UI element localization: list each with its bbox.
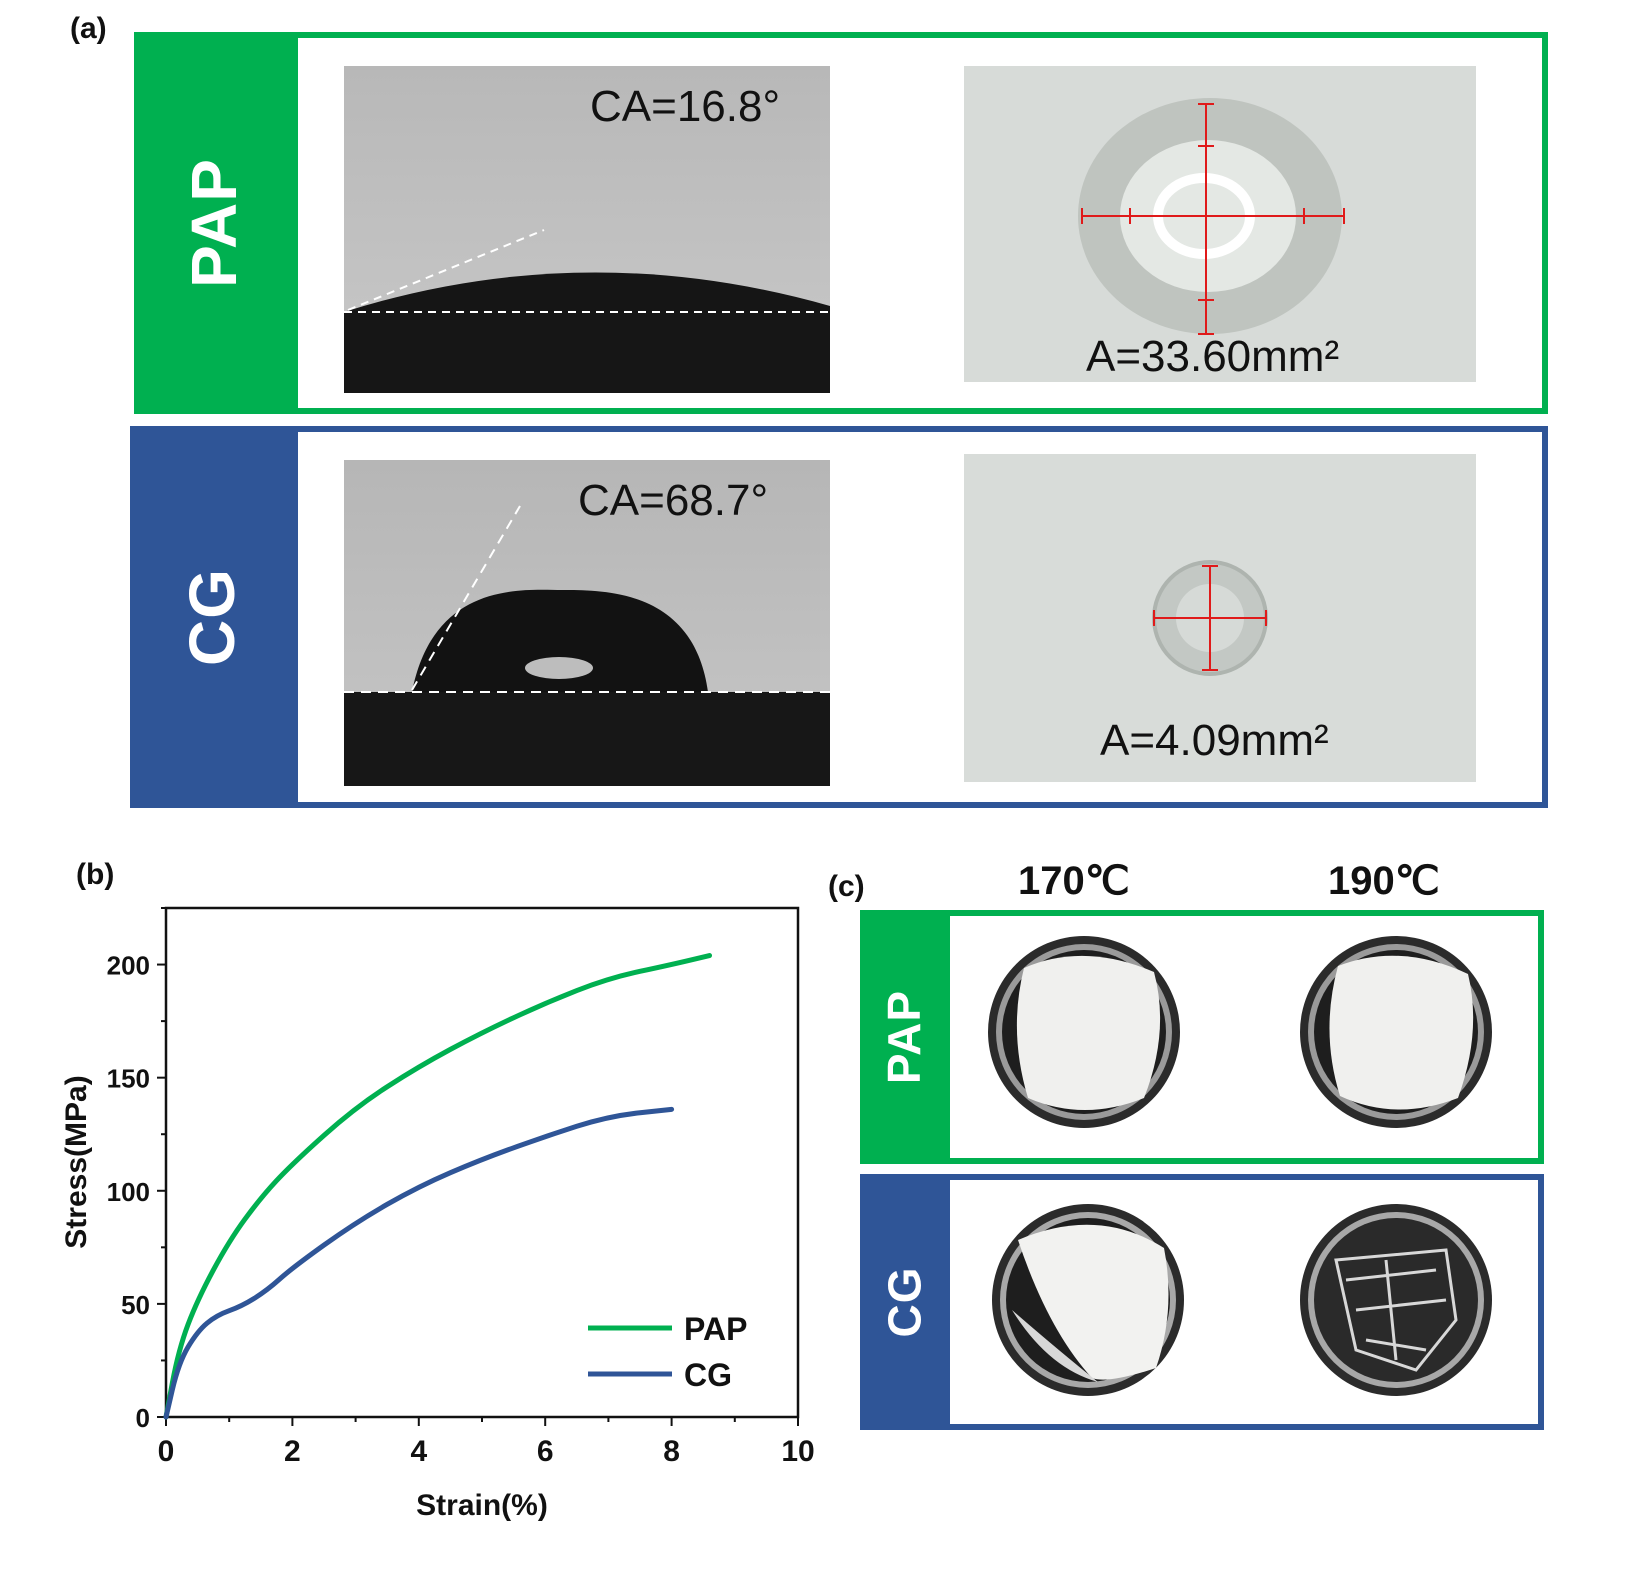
legend-label-pap: PAP xyxy=(684,1311,747,1347)
pap-170-dish xyxy=(988,936,1180,1128)
tab-cg: CG xyxy=(130,426,294,808)
y-tick-label: 50 xyxy=(121,1290,150,1320)
tab-cg-label: CG xyxy=(176,568,248,666)
cg-spread-drawing xyxy=(1152,560,1268,676)
cg-170-dish xyxy=(992,1204,1184,1396)
tab-c-pap: PAP xyxy=(860,910,948,1164)
tab-c-cg: CG xyxy=(860,1174,948,1430)
pap-droplet-drawing xyxy=(344,229,830,393)
x-tick-label: 0 xyxy=(158,1435,175,1468)
cg-spread-photo: A=4.09mm² xyxy=(964,454,1476,782)
x-tick-label: 6 xyxy=(537,1435,554,1468)
x-tick-label: 2 xyxy=(284,1435,301,1468)
x-axis-label: Strain(%) xyxy=(416,1489,548,1522)
cg-droplet-photo: CA=68.7° xyxy=(344,460,830,786)
tab-c-pap-label: PAP xyxy=(878,989,931,1085)
x-tick-label: 8 xyxy=(663,1435,680,1468)
pap-spread-drawing xyxy=(1078,98,1345,335)
y-axis-label: Stress(MPa) xyxy=(60,1075,93,1248)
series-line-cg xyxy=(163,1106,675,1420)
pap-spread-photo: A=33.60mm² xyxy=(964,66,1476,382)
pap-contact-angle: CA=16.8° xyxy=(590,82,781,131)
panel-a-label: (a) xyxy=(70,12,107,45)
pap-spread-area: A=33.60mm² xyxy=(1086,332,1340,381)
series-line-pap xyxy=(163,953,713,1420)
temperature-190: 190℃ xyxy=(1328,859,1440,903)
legend-label-cg: CG xyxy=(684,1357,732,1393)
cg-droplet-drawing xyxy=(344,505,830,786)
pap-190-dish xyxy=(1300,936,1492,1128)
cg-contact-angle: CA=68.7° xyxy=(578,476,769,525)
cg-spread-area: A=4.09mm² xyxy=(1100,716,1329,765)
tab-c-cg-label: CG xyxy=(878,1266,930,1338)
panel-b-label: (b) xyxy=(76,858,115,891)
y-tick-label: 0 xyxy=(136,1403,150,1433)
y-tick-label: 200 xyxy=(107,951,150,981)
x-tick-label: 10 xyxy=(781,1435,814,1468)
temperature-170: 170℃ xyxy=(1018,859,1130,903)
x-tick-label: 4 xyxy=(410,1435,427,1468)
tab-pap-label: PAP xyxy=(178,158,250,288)
y-tick-label: 100 xyxy=(107,1177,150,1207)
panel-c-label: (c) xyxy=(828,870,865,903)
tab-pap: PAP xyxy=(134,32,294,414)
pap-droplet-photo: CA=16.8° xyxy=(344,66,830,393)
cg-190-dish xyxy=(1300,1204,1492,1396)
y-tick-label: 150 xyxy=(107,1064,150,1094)
